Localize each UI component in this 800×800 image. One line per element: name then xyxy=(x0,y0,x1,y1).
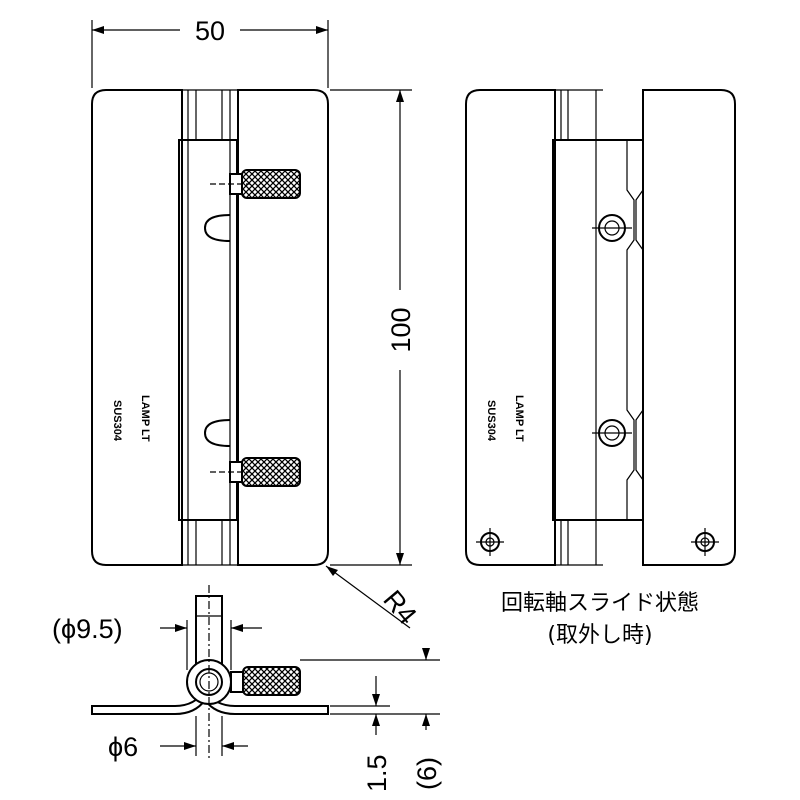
height-label: 100 xyxy=(386,307,416,352)
pin-diameter-label: ϕ6 xyxy=(108,732,138,762)
knuckle-diameter-label: (ϕ9.5) xyxy=(52,614,123,644)
material-mark: SUS304 xyxy=(111,400,123,442)
caption-line1: 回転軸スライド状態 xyxy=(501,591,699,616)
pin-diameter-dimension: ϕ6 xyxy=(108,716,248,762)
brand-mark: LAMP LT xyxy=(139,395,151,442)
thickness-dimensions: 1.5 (6) xyxy=(300,648,442,792)
width-dimension: 50 xyxy=(91,16,329,88)
radius-label: R4 xyxy=(377,585,422,631)
brand-mark-slid: LAMP LT xyxy=(513,395,525,442)
side-view xyxy=(91,585,329,760)
front-view: LAMP LT SUS304 xyxy=(91,89,329,566)
plate-thickness-label: 1.5 xyxy=(362,754,392,792)
knuckle-diameter-dimension: (ϕ9.5) xyxy=(52,614,262,670)
slid-view-caption: 回転軸スライド状態 (取外し時) xyxy=(501,591,699,648)
caption-line2: (取外し時) xyxy=(547,623,652,648)
slid-view: LAMP LT SUS304 xyxy=(465,89,736,566)
height-dimension: 100 xyxy=(330,89,416,566)
material-mark-slid: SUS304 xyxy=(485,400,497,442)
radius-callout: R4 xyxy=(325,565,423,631)
width-label: 50 xyxy=(195,16,225,46)
overall-thickness-label: (6) xyxy=(412,757,442,790)
